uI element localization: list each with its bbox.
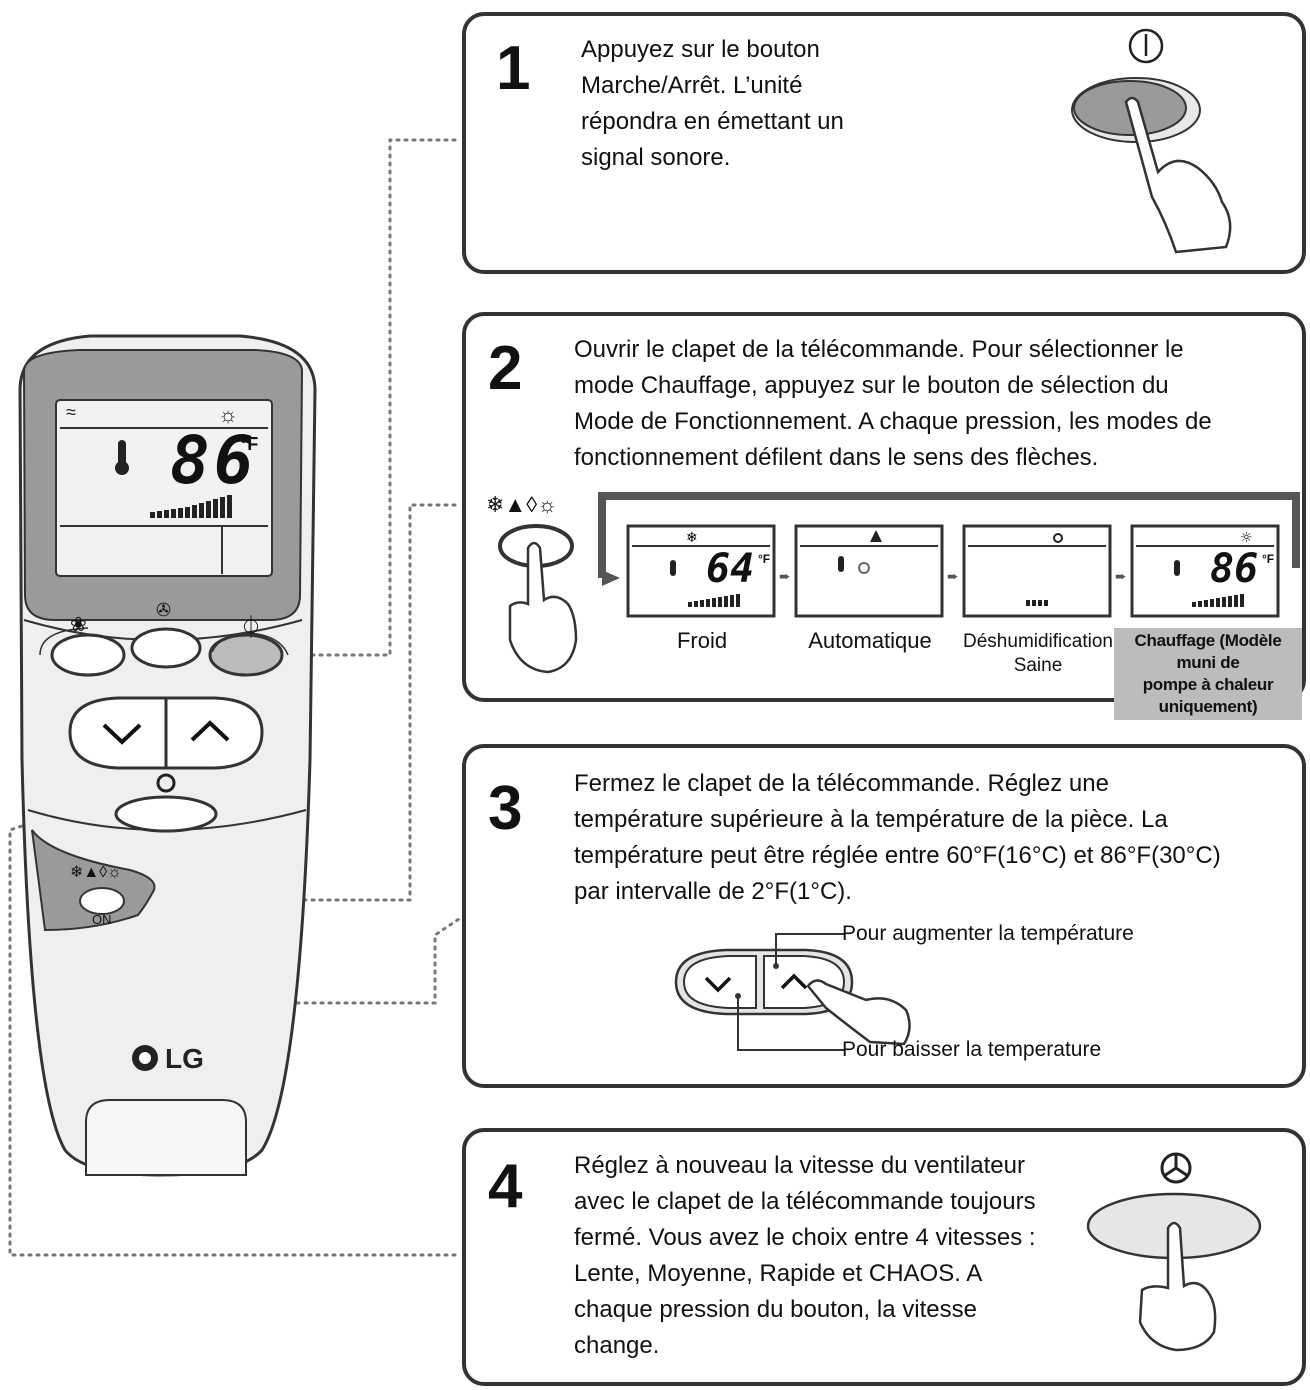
remote-display-unit: °F <box>240 434 259 454</box>
mode-lcd-heat: ☼ <box>1130 524 1280 618</box>
remote-display-temp: 86 <box>170 422 258 499</box>
step-3-number: 3 <box>488 774 523 843</box>
mode-label-heat: Chauffage (Modèle muni de pompe à chaleu… <box>1114 628 1302 720</box>
step-4-number: 4 <box>488 1152 523 1221</box>
step-1-text: Appuyez sur le bouton Marche/Arrêt. L’un… <box>581 36 844 171</box>
brand-logo: LG <box>165 1043 204 1074</box>
power-button-illustration <box>1071 28 1232 254</box>
remote-jet-icon: ✇ <box>156 600 172 620</box>
mode-cycle-arrow <box>598 492 1300 586</box>
temp-up-label: Pour augmenter la température <box>842 922 1134 945</box>
mode-lcd-auto <box>794 524 944 618</box>
remote-swing-icon: ❀ <box>70 614 87 636</box>
fan-button-illustration <box>1086 1152 1262 1352</box>
remote-power-icon: ⏀ <box>240 615 263 640</box>
step-3-box: 3 Fermez le clapet de la télécommande. R… <box>462 744 1306 1088</box>
step-2-number: 2 <box>488 334 523 403</box>
remote-on-label: ON <box>92 912 112 927</box>
svg-text:❄: ❄ <box>686 530 698 546</box>
mode-heat-temp: 86 <box>1210 546 1259 592</box>
mode-label-cool: Froid <box>676 628 728 653</box>
mode-icons-label: ❄▲◊☼ <box>486 492 558 517</box>
step-4-box: 4 Réglez à nouveau la vitesse du ventila… <box>462 1128 1306 1386</box>
mode-lcd-dry <box>962 524 1112 618</box>
svg-text:☼: ☼ <box>1240 530 1253 546</box>
remote-wifi-icon: ≈ <box>66 402 76 422</box>
step-3-text: Fermez le clapet de la télécommande. Rég… <box>574 770 1221 905</box>
arrow-icon: ➨ <box>779 568 791 584</box>
step-1-box: 1 Appuyez sur le bouton Marche/Arrêt. L’… <box>462 12 1306 274</box>
arrow-icon: ➨ <box>947 568 959 584</box>
mode-label-auto: Automatique <box>808 628 932 653</box>
mode-heat-unit: °F <box>1262 552 1275 566</box>
temp-down-label: Pour baisser la temperature <box>842 1038 1102 1061</box>
mode-cool-temp: 64 <box>706 546 755 592</box>
remote-sun-icon: ☼ <box>218 402 239 427</box>
step-2-box: 2 Ouvrir le clapet de la télécommande. P… <box>462 312 1306 720</box>
step-4-text: Réglez à nouveau la vitesse du ventilate… <box>574 1152 1036 1359</box>
mode-button-illustration <box>498 524 578 674</box>
mode-cool-unit: °F <box>758 552 771 566</box>
remote-mode-icons: ❄▲◊☼ <box>70 864 122 881</box>
arrow-icon: ➨ <box>1115 568 1127 584</box>
step-1-number: 1 <box>496 34 531 103</box>
step-2-text: Ouvrir le clapet de la télécommande. Pou… <box>574 336 1212 471</box>
mode-label-dry: Déshumidification Saine <box>963 631 1113 676</box>
remote-control <box>18 334 317 1177</box>
mode-lcd-cool: ❄ <box>626 524 776 618</box>
temp-buttons-illustration <box>674 933 911 1051</box>
